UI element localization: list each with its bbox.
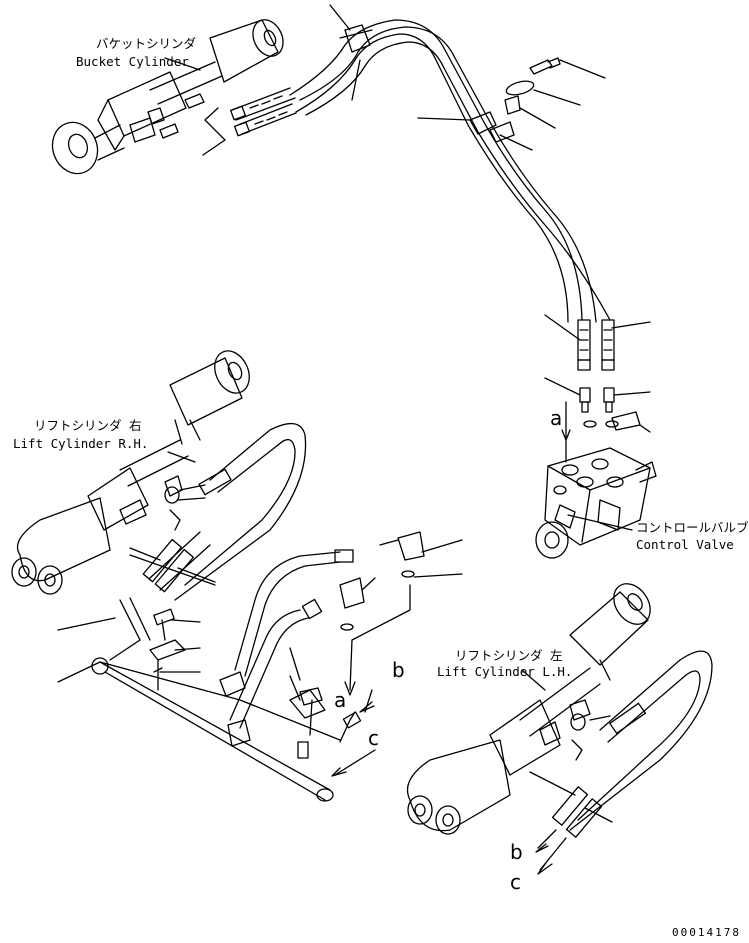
lower-tube-assembly xyxy=(91,549,362,802)
bucket-hose-fittings xyxy=(230,87,297,137)
ref-letter-b-lh: b xyxy=(510,840,523,864)
lift-cylinder-lh-label-en: Lift Cylinder L.H. xyxy=(437,664,573,679)
lift-cylinder-rh-label-jp: リフトシリンダ 右 xyxy=(34,418,142,433)
valve-hose-fittings xyxy=(544,314,651,433)
ref-letter-c-lh: c xyxy=(510,870,521,894)
leader-lines-lower xyxy=(57,547,376,777)
label-leaders xyxy=(164,57,633,691)
ref-letter-a-valve: a xyxy=(550,406,563,430)
long-tubes xyxy=(289,4,611,323)
ref-letter-c-lower: c xyxy=(368,726,379,750)
ref-letter-b-lower: b xyxy=(392,658,405,682)
bucket-cylinder-label-jp: バケットシリンダ xyxy=(96,36,197,51)
lift-cylinder-lh-label-jp: リフトシリンダ 左 xyxy=(455,648,563,663)
lift-cylinder-rh-label-en: Lift Cylinder R.H. xyxy=(13,436,149,451)
lift-cylinder-rh xyxy=(11,350,307,601)
ref-letter-a-lower: a xyxy=(334,688,347,712)
control-valve-label-en: Control Valve xyxy=(636,537,734,552)
bucket-cylinder-label-en: Bucket Cylinder xyxy=(76,54,189,69)
control-valve xyxy=(535,401,657,559)
rh-hoses xyxy=(129,531,216,593)
elbow-fittings xyxy=(339,531,463,696)
part-number: 00014178 xyxy=(672,926,741,939)
lift-cylinder-lh xyxy=(406,583,713,875)
control-valve-label-jp: コントロールバルブ xyxy=(636,520,749,535)
bolt-parts xyxy=(504,57,606,129)
bucket-cylinder xyxy=(51,19,284,175)
